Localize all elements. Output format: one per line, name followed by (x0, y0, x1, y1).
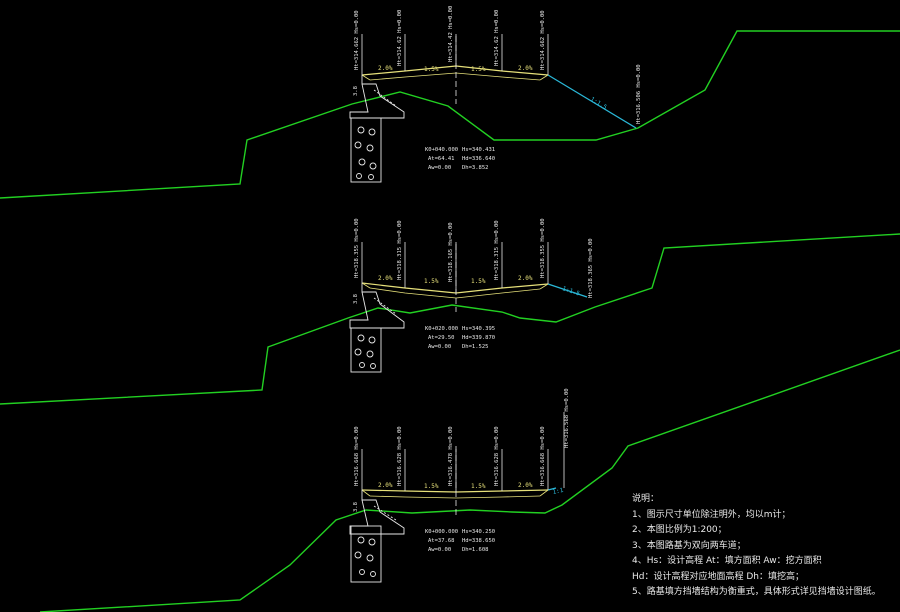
road-surface (361, 489, 549, 493)
elevation-label: Ht=316.668 Hs=0.00 (354, 426, 360, 486)
elevation-label: Ht=316.668 Hs=0.00 (540, 426, 546, 486)
pile-foundation (350, 525, 382, 583)
grade-label: 2.0% (378, 482, 393, 489)
elevation-info: Hs=340.395 (462, 326, 495, 332)
elevation-info: Hd=339.870 (462, 335, 495, 341)
road-edge (539, 489, 549, 497)
station-info: At=29.50 (428, 335, 455, 341)
elevation-label: Ht=316.628 Hs=0.00 (494, 426, 500, 486)
road-edge (361, 74, 371, 81)
elevation-label: Ht=318.315 Hs=0.00 (397, 220, 403, 280)
elevation-info: Hs=340.250 (462, 529, 495, 535)
slope-toe-label: Ht=316.568 Hs=0.00 (564, 388, 570, 448)
pile-holes (354, 334, 376, 369)
fill-slope (547, 487, 557, 491)
road-edge (361, 489, 371, 497)
note-item: 2、本图比例为1:200； (632, 525, 727, 535)
pile-holes (354, 536, 376, 577)
wall-height-label: 3.8 (353, 502, 359, 512)
grade-label: 1.5% (424, 278, 439, 285)
road-surface (361, 282, 549, 294)
elevation-info: Dh=1.525 (462, 344, 489, 350)
grade-label: 1.5% (471, 483, 486, 490)
grade-label: 2.0% (378, 275, 393, 282)
elevation-label: Ht=318.165 Hs=0.00 (448, 222, 454, 282)
note-item: 5、路基填方挡墙结构为衡重式，具体形式详见挡墙设计图纸。 (632, 587, 881, 597)
station-info: Aw=0.00 (428, 547, 451, 553)
grade-label: 1.5% (471, 278, 486, 285)
station-info: Aw=0.00 (428, 165, 451, 171)
station-info: K0+040.000 (425, 147, 458, 153)
elevation-info: Dh=3.852 (462, 165, 489, 171)
elevation-label: Ht=314.62 Hs=0.00 (397, 10, 403, 66)
retaining-wall (349, 75, 405, 183)
grade-label: 1.5% (424, 66, 439, 73)
grade-label: 2.0% (518, 65, 533, 72)
ground-line (39, 349, 900, 612)
elevation-markers (361, 242, 549, 293)
slope-toe-label: Ht=318.365 Hs=0.00 (588, 238, 594, 298)
station-info: At=37.68 (428, 538, 455, 544)
notes-title: 说明： (632, 494, 660, 504)
elevation-label: Ht=316.628 Hs=0.00 (397, 426, 403, 486)
elevation-label: Ht=314.662 Hs=0.00 (540, 10, 546, 70)
fill-slope (547, 74, 637, 129)
note-item: 1、图示尺寸单位除注明外，均以m计； (632, 509, 791, 520)
grade-label: 1.5% (471, 66, 486, 73)
fill-slope (547, 283, 588, 298)
road-edge (539, 283, 549, 290)
elevation-markers (361, 34, 549, 75)
road-edge (361, 282, 371, 289)
wall-height-label: 3.8 (353, 294, 359, 304)
road-edge (539, 74, 549, 81)
station-info: K0+020.000 (425, 326, 458, 332)
cross-section-3: Ht=316.668 Hs=0.00 Ht=316.628 Hs=0.00 Ht… (39, 349, 900, 612)
retaining-wall (349, 283, 405, 373)
elevation-markers (361, 412, 565, 492)
grade-label: 1.5% (424, 483, 439, 490)
note-item: 4、Hs：设计高程 At：填方面积 Aw：挖方面积 (632, 556, 822, 566)
cross-section-2: Ht=318.355 Hs=0.00 Ht=318.315 Hs=0.00 Ht… (0, 218, 900, 405)
elevation-label: Ht=318.355 Hs=0.00 (354, 218, 360, 278)
elevation-info: Dh=1.608 (462, 547, 489, 553)
elevation-label: Ht=318.355 Hs=0.00 (540, 218, 546, 278)
grade-label: 2.0% (518, 482, 533, 489)
note-item: 3、本图路基为双向两车道； (632, 540, 746, 551)
retaining-wall (349, 490, 405, 583)
slope-ratio-label: 1:1.5 (561, 285, 581, 297)
elevation-label: Ht=318.315 Hs=0.00 (494, 220, 500, 280)
grade-label: 2.0% (378, 65, 393, 72)
elevation-label: Ht=314.662 Hs=0.00 (354, 10, 360, 70)
elevation-info: Hd=336.640 (462, 156, 495, 162)
slope-ratio-label: 1:1.5 (589, 96, 608, 112)
elevation-label: Ht=316.478 Hs=0.00 (448, 426, 454, 486)
grade-label: 2.0% (518, 275, 533, 282)
road-base (369, 72, 541, 81)
cross-section-1: Ht=314.662 Hs=0.00 Ht=314.62 Hs=0.00 Ht=… (0, 6, 900, 199)
elevation-info: Hs=340.431 (462, 147, 495, 153)
slope-ratio-label: 1:1 (552, 487, 564, 496)
elevation-label: Ht=314.62 Hs=0.00 (494, 10, 500, 66)
note-item: Hd：设计高程对应地面高程 Dh：填挖高； (632, 571, 804, 582)
pile-foundation (350, 117, 382, 183)
road-base (369, 495, 541, 499)
ground-line (0, 30, 900, 199)
station-info: At=64.41 (428, 156, 455, 162)
pile-foundation (350, 327, 382, 373)
pile-holes (354, 126, 377, 180)
wall-height-label: 3.8 (353, 86, 359, 96)
slope-toe-label: Ht=316.506 Hs=0.00 (636, 64, 642, 124)
design-notes: 说明： 1、图示尺寸单位除注明外，均以m计； 2、本图比例为1:200； 3、本… (632, 492, 881, 601)
elevation-label: Ht=314.42 Hs=0.00 (448, 6, 454, 62)
station-info: Aw=0.00 (428, 344, 451, 350)
station-info: K0+000.000 (425, 529, 458, 535)
elevation-info: Hd=338.650 (462, 538, 495, 544)
ground-line (0, 233, 900, 405)
